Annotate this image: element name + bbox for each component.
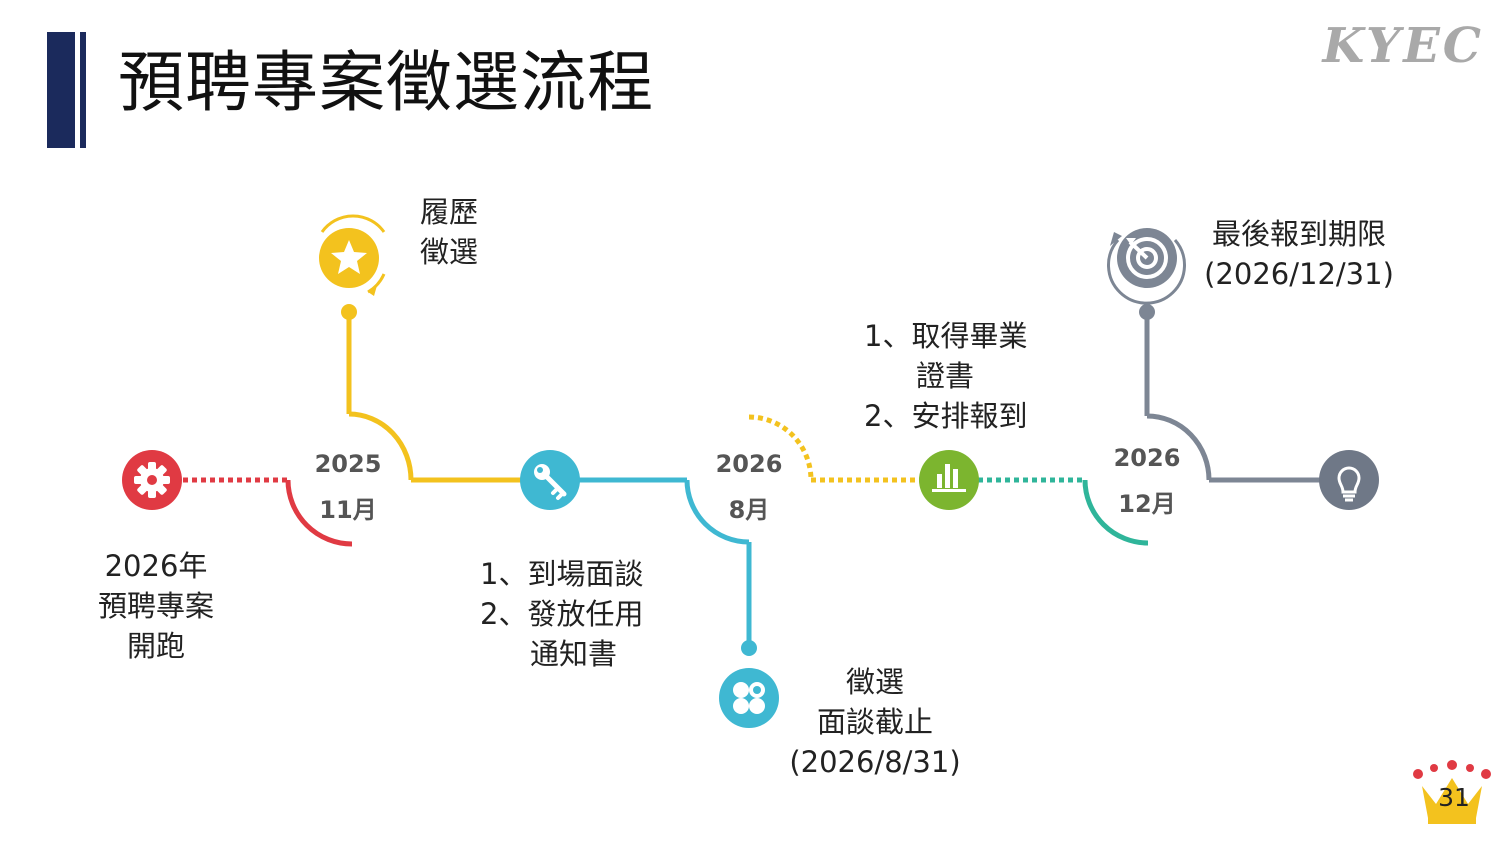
clover-icon — [719, 668, 779, 728]
crown-icon — [1413, 760, 1491, 824]
label-line: 通知書 — [530, 637, 618, 671]
star-icon — [319, 214, 386, 296]
year-text: 2025 — [314, 450, 382, 478]
label-line: 最後報到期限 — [1211, 217, 1386, 251]
blue-endpoint — [741, 640, 757, 656]
month-text: 8月 — [728, 496, 770, 524]
gray-endpoint — [1139, 304, 1155, 320]
bar-chart-icon — [919, 450, 979, 510]
title-accent-bar — [47, 32, 75, 148]
label-line: 面談截止 — [816, 705, 933, 739]
year-text: 2026 — [1113, 444, 1181, 472]
year-label-2026-12: 2026 12月 — [1109, 446, 1185, 516]
label-line: (2026/8/31) — [789, 745, 961, 779]
company-logo: KYEC — [1322, 18, 1484, 74]
month-text: 11月 — [319, 496, 377, 524]
target-icon — [1107, 228, 1186, 305]
connector-yellow-arc — [348, 411, 414, 481]
label-line: 開跑 — [126, 629, 185, 663]
page-number: 31 — [1438, 783, 1470, 812]
label-line: 2026年 — [104, 549, 208, 583]
milestone-final-label: 最後報到期限 (2026/12/31) — [1190, 214, 1408, 294]
year-text: 2026 — [715, 450, 783, 478]
connector-gray-arc — [1146, 413, 1212, 481]
label-line: 徵選 — [420, 235, 479, 269]
connector-yellow-dotted-arc — [748, 414, 814, 481]
milestone-interview-label: 1、到場面談 2、發放任用 通知書 — [480, 554, 643, 674]
month-text: 12月 — [1118, 490, 1176, 518]
label-line: 預聘專案 — [97, 589, 214, 623]
label-line: 證書 — [916, 359, 975, 393]
label-line: 1、取得畢業 — [864, 319, 1028, 353]
title-accent-bar-thin — [80, 32, 86, 148]
label-line: 2、發放任用 — [480, 597, 644, 631]
year-label-2025-11: 2025 11月 — [310, 452, 386, 522]
connector-blue-arc — [684, 479, 750, 545]
milestone-graduation-label: 1、取得畢業 證書 2、安排報到 — [864, 316, 1027, 436]
key-icon — [520, 450, 580, 510]
year-label-2026-8: 2026 8月 — [711, 452, 787, 522]
milestone-resume-label: 履歷 徵選 — [420, 192, 478, 272]
connector-red-arc — [285, 479, 353, 547]
label-line: 1、到場面談 — [480, 557, 644, 591]
label-line: (2026/12/31) — [1204, 257, 1394, 291]
connector-teal-arc — [1082, 479, 1149, 546]
yellow-endpoint — [341, 304, 357, 320]
gear-icon — [122, 450, 182, 510]
milestone-deadline-label: 徵選 面談截止 (2026/8/31) — [770, 662, 980, 782]
label-line: 履歷 — [420, 195, 479, 229]
label-line: 徵選 — [845, 665, 904, 699]
page-title: 預聘專案徵選流程 — [118, 44, 654, 121]
label-line: 2、安排報到 — [864, 399, 1028, 433]
milestone-start-label: 2026年 預聘專案 開跑 — [66, 546, 246, 666]
lightbulb-icon — [1319, 450, 1379, 510]
